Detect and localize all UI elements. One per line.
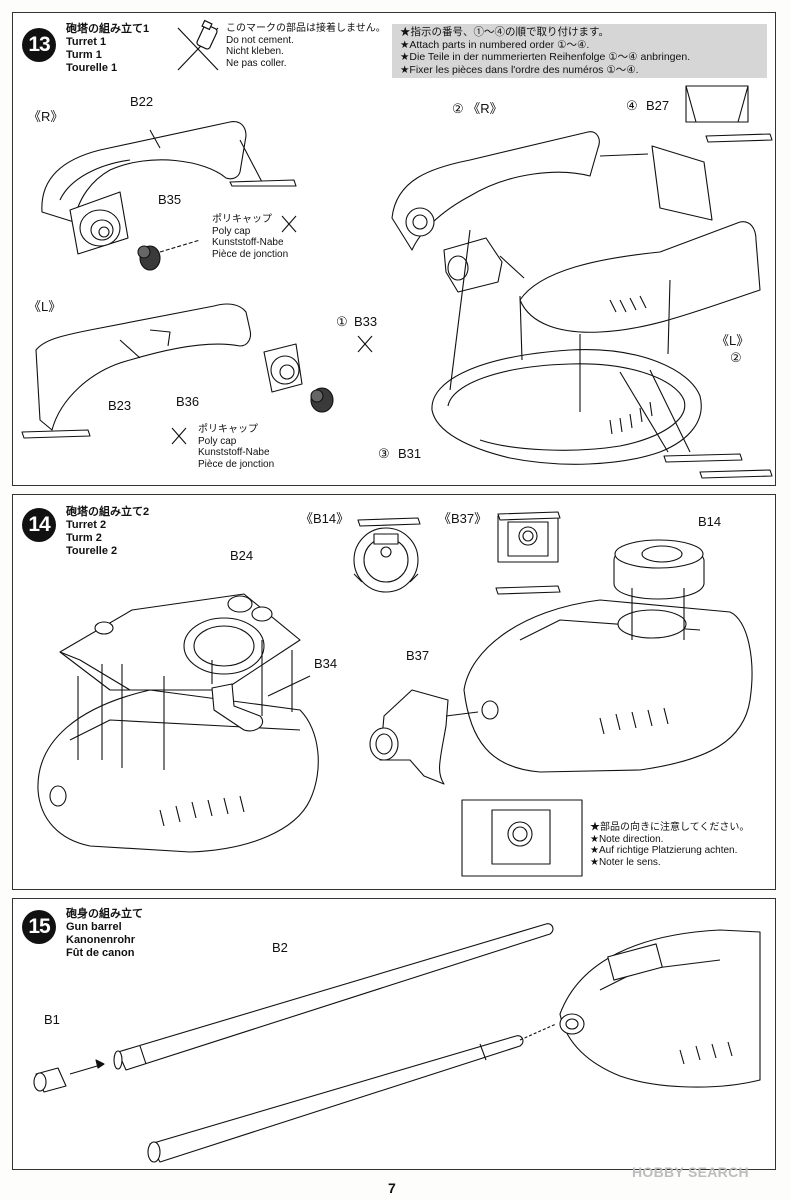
order-mark-4: ④	[626, 98, 638, 113]
part-b31-label: B31	[398, 446, 422, 461]
inset-b14-label: 《B14》	[300, 511, 350, 526]
hobby-search-watermark: HOBBY SEARCH	[632, 1164, 749, 1180]
step-number-badge: 14	[22, 508, 56, 542]
order-mark-1: ①	[336, 314, 348, 329]
part-b2-shape	[118, 924, 553, 1070]
part-b22-label: B22	[130, 94, 154, 109]
part-b31-shape	[432, 350, 701, 465]
part-b34-label: B34	[314, 656, 338, 671]
order-mark-2-r: ② 《R》	[452, 101, 503, 116]
step-number-badge: 13	[22, 28, 56, 62]
turret-body-right	[464, 600, 752, 772]
view-l-label: 《L》	[28, 299, 62, 314]
part-b23-shape	[36, 304, 251, 430]
part-b22-shape	[42, 122, 246, 222]
part-b1-label: B1	[44, 1012, 60, 1027]
part-b2-label: B2	[272, 940, 288, 955]
view-r-label: 《R》	[28, 109, 64, 124]
part-b23-label: B23	[108, 398, 132, 413]
part-b37-label: B37	[406, 648, 430, 663]
part-b24-label: B24	[230, 548, 254, 563]
order-mark-3: ③	[378, 446, 390, 461]
l-view-label-right: 《L》	[716, 333, 750, 348]
part-b34-shape	[212, 684, 263, 731]
part-b35-label: B35	[158, 192, 182, 207]
direction-note: ★部品の向きに注意してください。★Note direction. ★Auf ri…	[590, 822, 750, 868]
part-b33-label: B33	[354, 314, 378, 329]
part-b27-label: B27	[646, 98, 670, 113]
order-notice-box: ★指示の番号、①～④の順で取り付けます。★Attach parts in num…	[392, 24, 767, 78]
order-mark-2-l: ②	[730, 350, 742, 365]
step-number-badge: 15	[22, 910, 56, 944]
part-b37-shape	[380, 690, 448, 784]
cement-note: このマークの部品は接着しません。Do not cement. Nicht kle…	[226, 23, 386, 69]
part-b14-label: B14	[698, 514, 722, 529]
part-b36-label: B36	[176, 394, 200, 409]
page-number: 7	[388, 1180, 396, 1196]
part-b27-shape	[652, 146, 712, 220]
inset-b37-label: 《B37》	[438, 511, 488, 526]
turret-front	[560, 930, 760, 1087]
